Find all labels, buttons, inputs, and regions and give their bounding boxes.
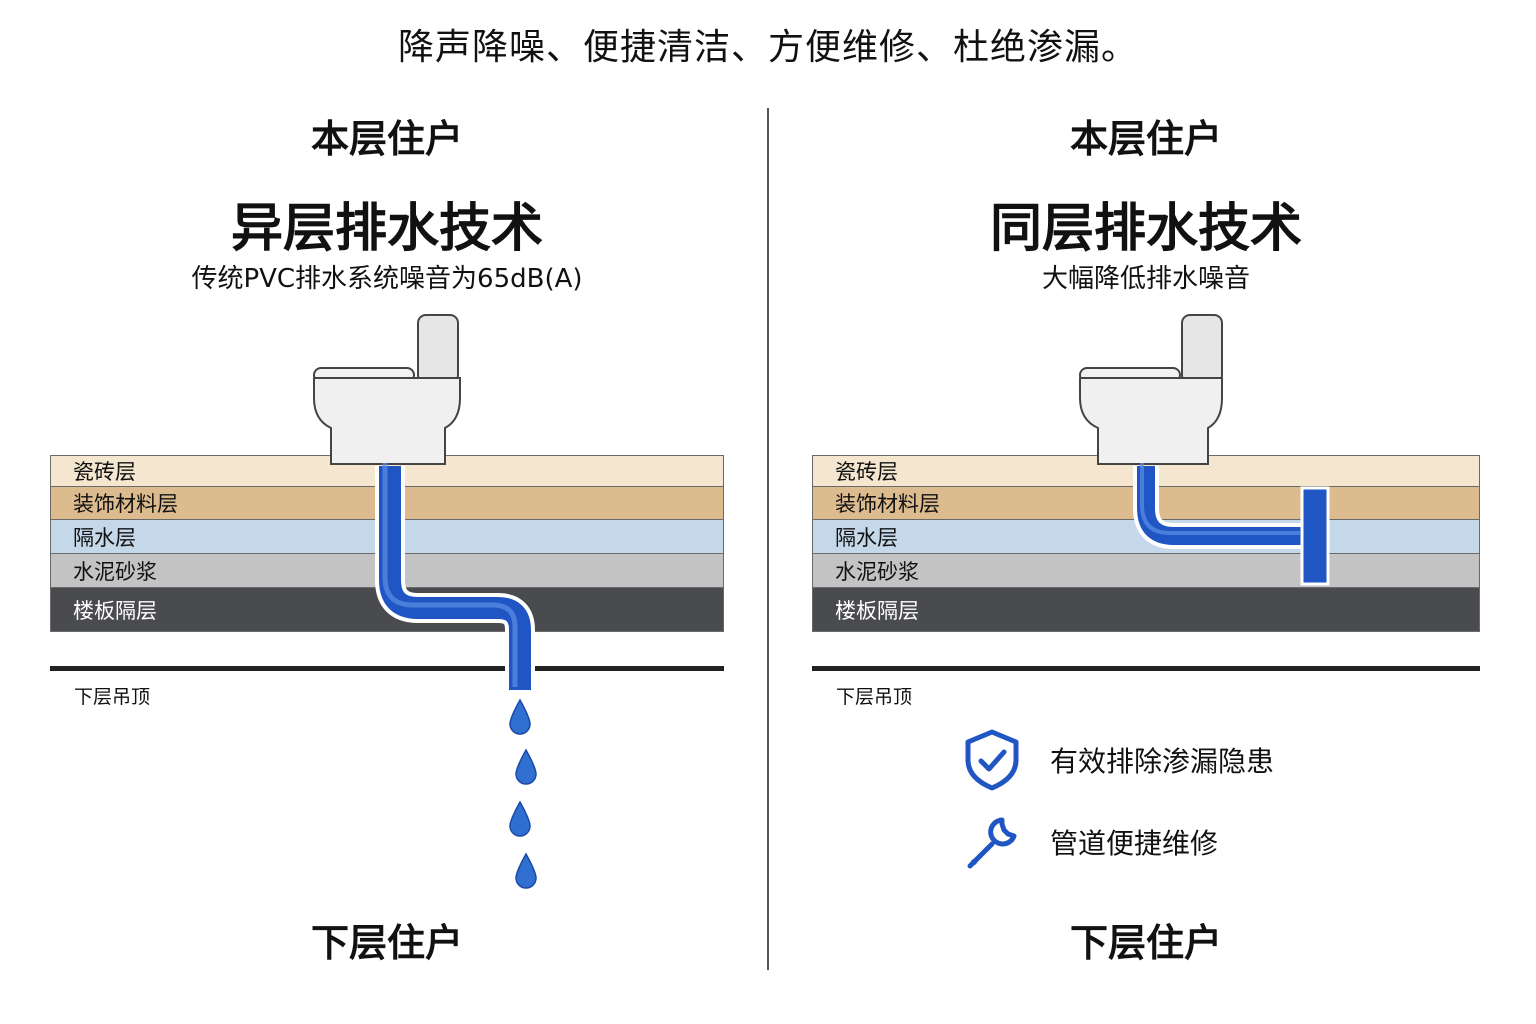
headline: 降声降噪、便捷清洁、方便维修、杜绝渗漏。 <box>397 27 1138 68</box>
wrench-icon <box>967 817 1017 869</box>
layer-label: 楼板隔层 <box>73 598 157 623</box>
layer-label: 隔水层 <box>73 525 136 550</box>
benefit-easy-maintenance: 管道便捷维修 <box>962 810 1218 874</box>
layer-cement: 水泥砂浆 <box>812 554 1480 588</box>
water-drop-icon <box>509 698 531 735</box>
layer-waterproof: 隔水层 <box>812 520 1480 554</box>
left-upper-label: 本层住户 <box>310 117 463 161</box>
layer-tile: 瓷砖层 <box>812 455 1480 487</box>
left-subtitle: 传统PVC排水系统噪音为65dB(A) <box>191 264 583 294</box>
layer-label: 瓷砖层 <box>835 460 898 484</box>
benefit-leak-prevention: 有效排除渗漏隐患 <box>962 728 1274 792</box>
toilet-icon <box>313 314 461 465</box>
center-divider <box>767 108 769 970</box>
right-lower-label: 下层住户 <box>1069 921 1222 965</box>
right-ceiling-line <box>812 666 1480 671</box>
layer-label: 装饰材料层 <box>73 492 178 516</box>
right-subtitle: 大幅降低排水噪音 <box>1041 264 1250 294</box>
left-floor-layers: 瓷砖层 装饰材料层 隔水层 水泥砂浆 楼板隔层 <box>50 455 724 632</box>
layer-label: 水泥砂浆 <box>73 559 157 584</box>
left-title: 异层排水技术 <box>230 199 543 259</box>
layer-tile: 瓷砖层 <box>50 455 724 487</box>
layer-label: 瓷砖层 <box>73 460 136 484</box>
left-lower-label: 下层住户 <box>310 921 463 965</box>
left-ceiling-label: 下层吊顶 <box>74 686 151 708</box>
water-drop-icon <box>515 748 537 785</box>
layer-decoration: 装饰材料层 <box>50 487 724 520</box>
layer-slab: 楼板隔层 <box>812 588 1480 632</box>
benefit-text: 有效排除渗漏隐患 <box>1050 745 1275 778</box>
right-title: 同层排水技术 <box>989 199 1302 259</box>
benefit-text: 管道便捷维修 <box>1050 827 1219 860</box>
water-drop-icon <box>509 800 531 837</box>
right-ceiling-label: 下层吊顶 <box>836 686 913 708</box>
layer-waterproof: 隔水层 <box>50 520 724 554</box>
right-panel: 本层住户 同层排水技术 大幅降低排水噪音 瓷砖层 装饰材料层 隔水层 水泥砂浆 … <box>812 0 1480 1024</box>
layer-slab: 楼板隔层 <box>50 588 724 632</box>
left-ceiling-line <box>50 666 724 671</box>
shield-check-icon <box>965 729 1019 791</box>
left-panel: 本层住户 异层排水技术 传统PVC排水系统噪音为65dB(A) 瓷砖层 装饰材料… <box>50 0 724 1024</box>
water-leak-drops <box>509 698 537 889</box>
layer-cement: 水泥砂浆 <box>50 554 724 588</box>
layer-decoration: 装饰材料层 <box>812 487 1480 520</box>
layer-label: 装饰材料层 <box>835 492 940 516</box>
layer-label: 水泥砂浆 <box>835 559 919 584</box>
layer-label: 隔水层 <box>835 525 898 550</box>
water-drop-icon <box>515 852 537 889</box>
right-upper-label: 本层住户 <box>1069 117 1222 161</box>
right-floor-layers: 瓷砖层 装饰材料层 隔水层 水泥砂浆 楼板隔层 <box>812 455 1480 632</box>
layer-label: 楼板隔层 <box>835 598 919 623</box>
toilet-icon <box>1079 314 1223 465</box>
